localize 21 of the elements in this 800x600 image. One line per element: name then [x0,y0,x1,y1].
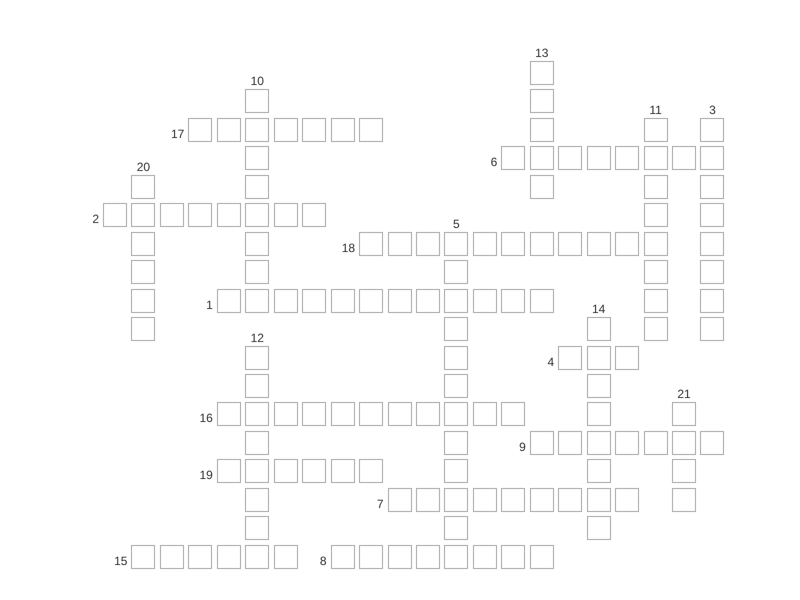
clue-number: 4 [548,354,554,368]
clue-number: 10 [250,74,264,88]
clue-number: 8 [320,554,327,568]
clue-number: 13 [535,46,548,60]
clue-number: 3 [709,102,716,117]
clue-number: 19 [199,468,213,482]
clue-number: 20 [136,160,150,174]
clue-number: 16 [199,411,213,426]
clue-number: 5 [453,216,460,231]
clue-number: 2 [92,212,99,226]
clue-number: 12 [250,330,264,344]
clue-number: 9 [519,440,526,454]
clue-number: 14 [592,302,606,316]
clue-number: 21 [677,387,691,402]
clue-number: 11 [649,102,662,117]
clue-number: 1 [206,298,213,312]
clue-number: 6 [490,155,498,170]
clue-number: 15 [114,554,128,568]
clue-number: 17 [170,126,184,141]
clue-number: 7 [376,496,384,511]
clue-number: 18 [342,240,356,255]
